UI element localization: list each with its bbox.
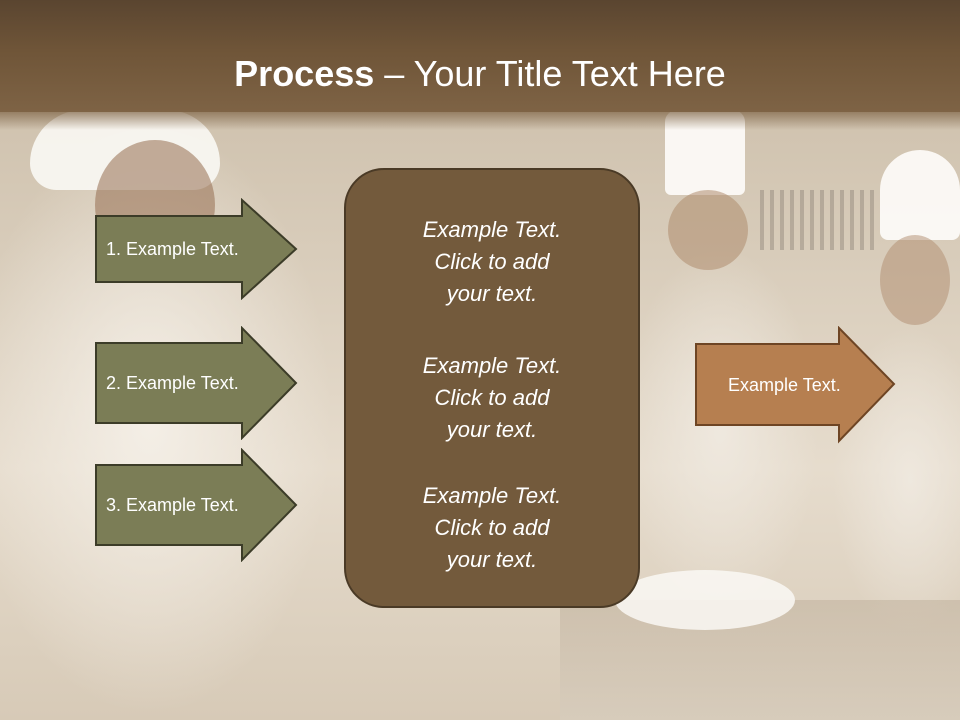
arrow-shape	[695, 326, 896, 444]
step-label: 2. Example Text.	[106, 372, 239, 393]
output-label: Example Text.	[728, 374, 841, 395]
title-rest: – Your Title Text Here	[374, 53, 726, 94]
center-text-block-2: Example Text. Click to add your text.	[422, 353, 562, 442]
step-arrow-2[interactable]: 2. Example Text.	[94, 326, 300, 440]
chef-face	[880, 235, 950, 325]
step-arrow-3[interactable]: 3. Example Text.	[94, 448, 300, 562]
output-arrow[interactable]: Example Text.	[694, 326, 900, 444]
step-arrow-1[interactable]: 1. Example Text.	[94, 198, 300, 300]
chef-hat	[880, 150, 960, 240]
food-plate	[615, 570, 795, 630]
arrow-shape	[95, 198, 298, 300]
center-text-box[interactable]: Example Text. Click to add your text. Ex…	[344, 168, 640, 608]
arrow-shape	[95, 326, 298, 440]
title-bold: Process	[234, 53, 375, 94]
step-label: 1. Example Text.	[106, 238, 239, 259]
arrow-shape	[95, 448, 298, 562]
chef-face	[668, 190, 748, 270]
center-text-block-1: Example Text. Click to add your text.	[422, 217, 562, 306]
title-bar	[0, 0, 960, 130]
kitchen-shelf	[760, 190, 880, 250]
slide-title[interactable]: Process – Your Title Text Here	[0, 52, 960, 96]
center-text-block-3: Example Text. Click to add your text.	[422, 483, 562, 572]
step-label: 3. Example Text.	[106, 494, 239, 515]
